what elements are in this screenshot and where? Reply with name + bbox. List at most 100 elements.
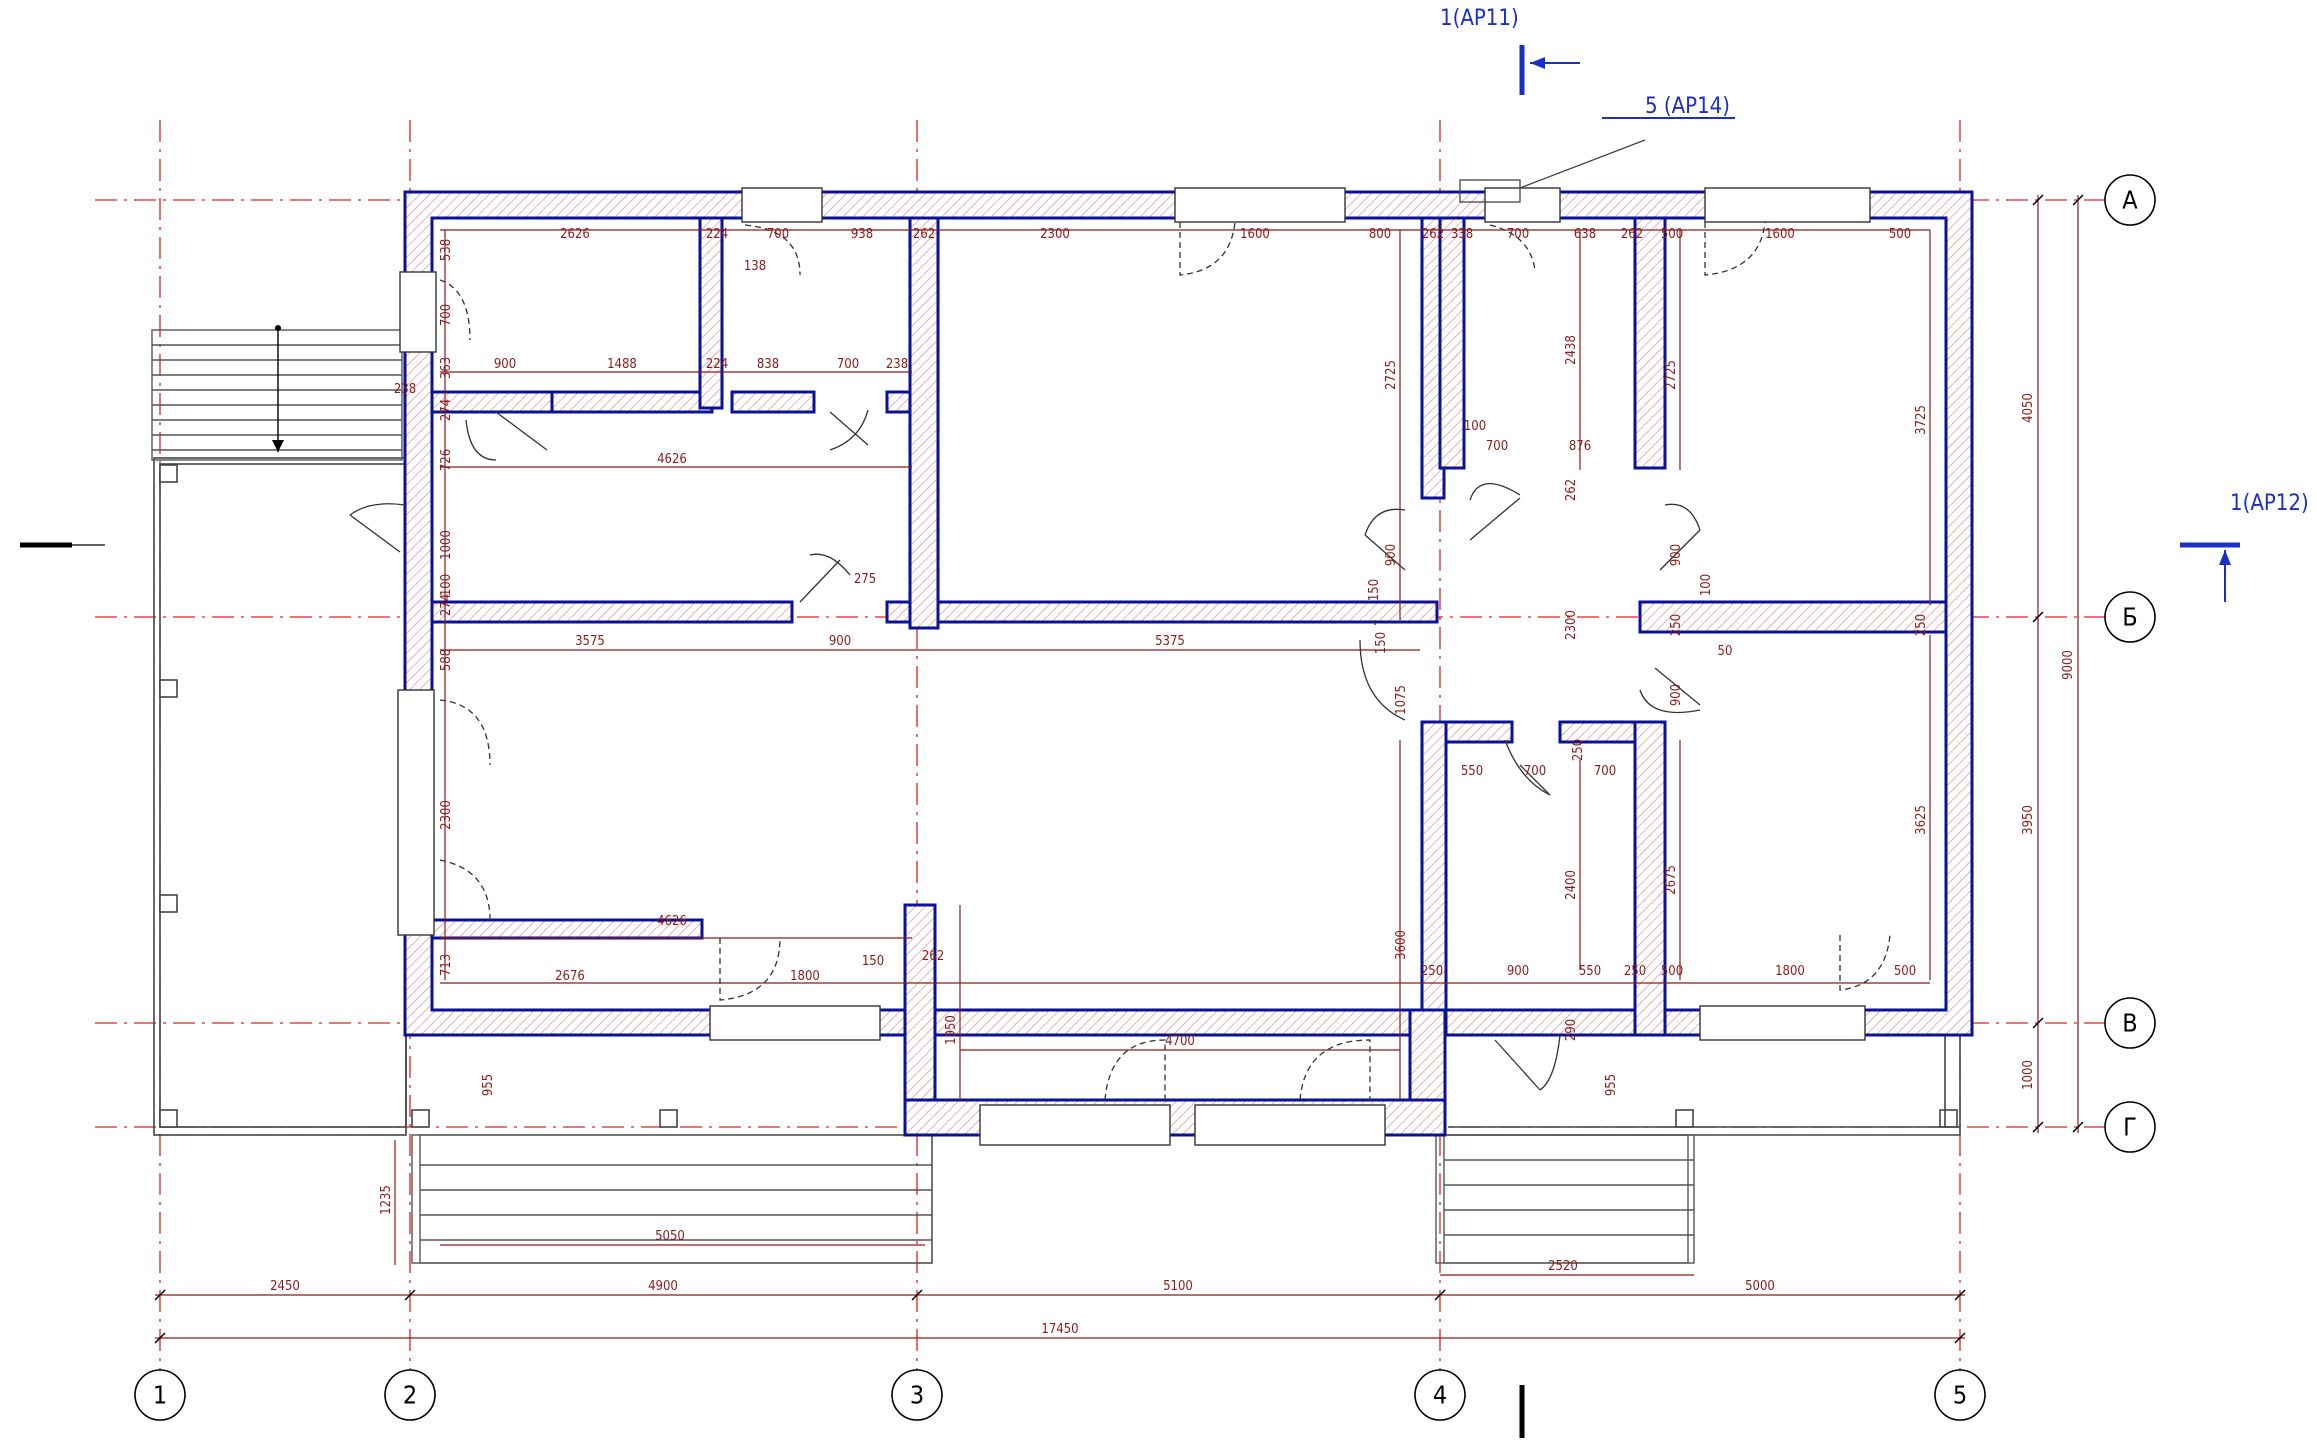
axis-bubble-3: [891, 1369, 943, 1421]
dim-label: 2300: [1564, 610, 1579, 640]
dim-label: 713: [439, 954, 454, 976]
dim-label: 2300: [1040, 227, 1070, 242]
dim-label: 4626: [657, 452, 687, 467]
dim-label: 700: [439, 304, 454, 326]
dimension-labels: 2450 4900 5100 5000 17450 5050 2520 1235…: [270, 227, 2076, 1337]
dim-label: 500: [1661, 964, 1683, 979]
dim-label: 900: [1669, 684, 1684, 706]
dim-label: 250: [1421, 964, 1443, 979]
dim-label: 274: [439, 399, 454, 421]
terrace-post: [1939, 1109, 1958, 1128]
dim-label: 1600: [1765, 227, 1795, 242]
dim-label: 2675: [1664, 865, 1679, 895]
window: [1174, 187, 1346, 223]
terrace-post: [659, 1109, 678, 1128]
terrace-post: [159, 894, 178, 913]
interior-wall: [885, 600, 1439, 624]
dimension-lines: [155, 195, 2079, 1339]
interior-wall: [1638, 600, 1948, 634]
dim-label: 363: [439, 357, 454, 379]
dim-label: 876: [1569, 439, 1591, 454]
walls: [403, 190, 1974, 1137]
axis-label-v: В: [2122, 1009, 2137, 1038]
axis-bubble-5: [1934, 1369, 1986, 1421]
dim-label: 338: [1451, 227, 1473, 242]
dim-label: 900: [494, 357, 516, 372]
dim-label: 224: [706, 357, 728, 372]
dim-label: 1235: [379, 1185, 394, 1215]
dim-label: 1488: [607, 357, 637, 372]
dim-label: 700: [837, 357, 859, 372]
front-porch-left: [411, 1134, 933, 1264]
dim-label: 838: [757, 357, 779, 372]
section-markers: [1519, 45, 2240, 602]
doors: [349, 221, 1891, 1101]
dim-label: 1075: [1394, 685, 1409, 715]
dim-label: 550: [1579, 964, 1601, 979]
dim-label: 2626: [560, 227, 590, 242]
axis-label-5: 5: [1953, 1381, 1967, 1410]
dim-label: 2725: [1384, 360, 1399, 390]
dim-label: 2400: [1564, 870, 1579, 900]
dim-label: 274: [439, 594, 454, 616]
interior-wall: [1438, 720, 1514, 744]
dim-label: 250: [1624, 964, 1646, 979]
dim-label: 726: [439, 449, 454, 471]
window: [397, 689, 435, 936]
dim-label: 955: [481, 1074, 496, 1096]
dim-label: 1800: [790, 969, 820, 984]
dim-label: 550: [1461, 764, 1483, 779]
dim-label: 4900: [648, 1279, 678, 1294]
dim-label: 250: [1669, 614, 1684, 636]
dim-label: 138: [744, 259, 766, 274]
dim-label: 150: [1374, 632, 1389, 654]
axis-bubble-a: [2104, 174, 2156, 226]
dim-label: 290: [1564, 1019, 1579, 1041]
interior-wall: [1633, 720, 1667, 1037]
dim-label: 262: [922, 949, 944, 964]
dim-label: 3600: [1394, 930, 1409, 960]
dim-label: 17450: [1041, 1322, 1078, 1337]
dim-label: 262: [1621, 227, 1643, 242]
dim-label: 900: [1507, 964, 1529, 979]
dim-label: 262: [913, 227, 935, 242]
dim-label: 700: [1486, 439, 1508, 454]
interior-wall: [1438, 216, 1466, 470]
window: [979, 1104, 1171, 1146]
dim-label: 700: [1507, 227, 1529, 242]
terrace-post: [159, 679, 178, 698]
window: [1699, 1005, 1866, 1041]
front-porch-right: [1435, 1134, 1695, 1264]
dim-label: 3725: [1914, 405, 1929, 435]
dim-label: 2725: [1664, 360, 1679, 390]
interior-wall: [908, 216, 940, 630]
windows: [397, 187, 1871, 1146]
interior-wall: [903, 903, 937, 1135]
dim-label: 900: [1669, 544, 1684, 566]
terrace-post: [1675, 1109, 1694, 1128]
dim-label: 100: [1464, 419, 1486, 434]
window: [741, 187, 823, 223]
dim-label: 700: [1524, 764, 1546, 779]
dim-label: 955: [1604, 1074, 1619, 1096]
dim-label: 5050: [655, 1229, 685, 1244]
axis-bubble-2: [384, 1369, 436, 1421]
dim-label: 5000: [1745, 1279, 1775, 1294]
axis-label-4: 4: [1433, 1381, 1447, 1410]
section-label-top: 1(АР11): [1440, 6, 1519, 31]
dim-label: 2520: [1548, 1259, 1578, 1274]
dimension-ticks: [154, 194, 2084, 1344]
dim-label: 2676: [555, 969, 585, 984]
dim-label: 4700: [1165, 1034, 1195, 1049]
window: [1484, 187, 1561, 223]
dim-label: 1600: [1240, 227, 1270, 242]
dim-label: 500: [1889, 227, 1911, 242]
dim-label: 224: [706, 227, 728, 242]
dim-label: 938: [851, 227, 873, 242]
dim-label: 238: [886, 357, 908, 372]
dim-label: 3950: [2021, 805, 2036, 835]
dim-label: 5100: [1163, 1279, 1193, 1294]
axis-bubble-b: [2104, 591, 2156, 643]
dim-label: 100: [439, 574, 454, 596]
